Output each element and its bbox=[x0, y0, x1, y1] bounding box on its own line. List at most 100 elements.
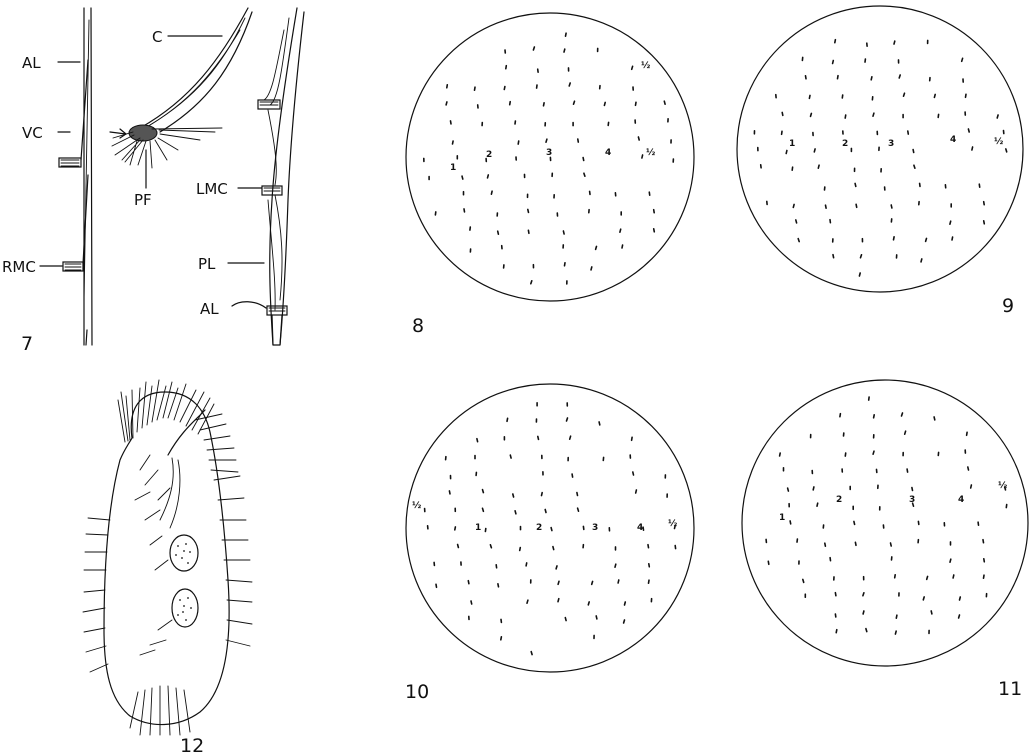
figure-8: 2 3 4 1 ½ ½ 8 bbox=[406, 13, 694, 337]
kinety-dot bbox=[814, 149, 815, 152]
fig8-row-2: 2 bbox=[486, 150, 492, 160]
kinety-dot bbox=[984, 221, 985, 224]
fig11-row-2: 2 bbox=[836, 495, 842, 505]
cirrus-c bbox=[112, 8, 252, 188]
fig9-half: ½ bbox=[994, 136, 1003, 147]
figure-9-kineties bbox=[754, 40, 1006, 276]
kinety-dot bbox=[894, 237, 895, 240]
kinety-dot bbox=[926, 238, 927, 241]
kinety-dot bbox=[564, 49, 565, 52]
kinety-dot bbox=[513, 494, 514, 497]
kinety-dot bbox=[436, 584, 437, 587]
kinety-dot bbox=[618, 580, 619, 583]
kinety-dot bbox=[520, 548, 521, 551]
fig8-half-top: ½ bbox=[641, 60, 650, 71]
figure-number-12: 12 bbox=[180, 735, 204, 755]
kinety-dot bbox=[546, 139, 547, 142]
fig8-row-3: 3 bbox=[546, 148, 552, 158]
figure-8-kineties bbox=[424, 33, 674, 284]
kinety-dot bbox=[904, 93, 905, 96]
kinety-dot bbox=[558, 599, 559, 602]
kinety-dot bbox=[596, 246, 597, 249]
kinety-dot bbox=[654, 229, 655, 232]
kinety-dot bbox=[966, 94, 967, 97]
kinety-dot bbox=[464, 209, 465, 212]
figure-11-kineties bbox=[766, 397, 1007, 634]
kinety-dot bbox=[596, 616, 597, 619]
kinety-dot bbox=[960, 597, 961, 600]
kinety-dot bbox=[854, 521, 855, 524]
kinety-dot bbox=[583, 158, 584, 161]
kinety-dot bbox=[902, 413, 903, 416]
figure-12: 12 bbox=[83, 380, 252, 755]
kinety-dot bbox=[845, 115, 846, 118]
kinety-dot bbox=[654, 210, 655, 213]
kinety-dot bbox=[972, 147, 973, 150]
right-marginal-cirri bbox=[214, 476, 252, 646]
kinety-dot bbox=[786, 151, 787, 154]
kinety-dot bbox=[636, 102, 637, 105]
kinety-dot bbox=[836, 630, 837, 633]
fig11-row-3: 3 bbox=[909, 495, 915, 505]
kinety-dot bbox=[950, 559, 951, 562]
figure-number-10: 10 bbox=[405, 681, 429, 703]
kinety-dot bbox=[471, 601, 472, 604]
kinety-dot bbox=[449, 491, 450, 494]
kinety-dot bbox=[567, 418, 568, 421]
kinety-dot bbox=[874, 415, 875, 418]
kinety-dot bbox=[813, 487, 814, 490]
kinety-dot bbox=[510, 102, 511, 105]
kinety-dot bbox=[528, 230, 529, 233]
figure-number-7: 7 bbox=[21, 333, 33, 355]
kinety-dot bbox=[664, 101, 665, 104]
kinety-dot bbox=[931, 611, 932, 614]
kinety-dot bbox=[458, 545, 459, 548]
kinety-dot bbox=[604, 102, 605, 105]
label-al-top: AL bbox=[22, 54, 41, 72]
kinety-dot bbox=[912, 488, 913, 491]
kinety-dot bbox=[632, 437, 633, 440]
kinety-dot bbox=[913, 150, 914, 153]
kinety-dot bbox=[838, 76, 839, 79]
kinety-dot bbox=[446, 102, 447, 105]
kinety-dot bbox=[861, 255, 862, 258]
kinety-dot bbox=[462, 176, 463, 179]
kinety-dot bbox=[592, 581, 593, 584]
kinety-dot bbox=[447, 85, 448, 88]
label-lmc: LMC bbox=[196, 180, 228, 198]
fig9-row-3: 3 bbox=[888, 139, 894, 149]
kinety-dot bbox=[866, 629, 867, 632]
kinety-dot bbox=[625, 602, 626, 605]
kinety-dot bbox=[572, 474, 573, 477]
kinety-dot bbox=[638, 137, 639, 140]
kinety-dot bbox=[526, 563, 527, 566]
fig9-row-1: 1 bbox=[789, 139, 795, 149]
kinety-dot bbox=[863, 611, 864, 614]
kinety-dot bbox=[622, 245, 623, 248]
kinety-dot bbox=[518, 141, 519, 144]
kinety-dot bbox=[556, 566, 557, 569]
kinety-dot bbox=[968, 467, 969, 470]
kinety-dot bbox=[528, 209, 529, 212]
kinety-dot bbox=[574, 101, 575, 104]
macronucleus-upper bbox=[170, 535, 198, 571]
kinety-dot bbox=[510, 455, 511, 458]
kinety-dot bbox=[803, 579, 804, 582]
figure-11-circle bbox=[742, 380, 1028, 666]
kinety-dot bbox=[873, 451, 874, 454]
kinety-dot bbox=[793, 204, 794, 207]
kinety-dot bbox=[833, 255, 834, 258]
figure-9: 1 2 3 4 ½ 9 bbox=[737, 6, 1023, 317]
fig8-row-4: 4 bbox=[605, 148, 611, 158]
al-membranelle bbox=[267, 306, 287, 315]
kinety-dot bbox=[921, 259, 922, 262]
label-vc: VC bbox=[22, 124, 43, 142]
kinety-dot bbox=[577, 493, 578, 496]
fig9-row-4: 4 bbox=[950, 135, 956, 145]
kinety-dot bbox=[488, 175, 489, 178]
kinety-dot bbox=[905, 431, 906, 434]
figure-7: AL VC RMC C PF LMC PL AL 7 bbox=[2, 8, 304, 355]
fig10-half-left: ½ bbox=[412, 500, 421, 511]
figure-number-9: 9 bbox=[1002, 295, 1014, 317]
